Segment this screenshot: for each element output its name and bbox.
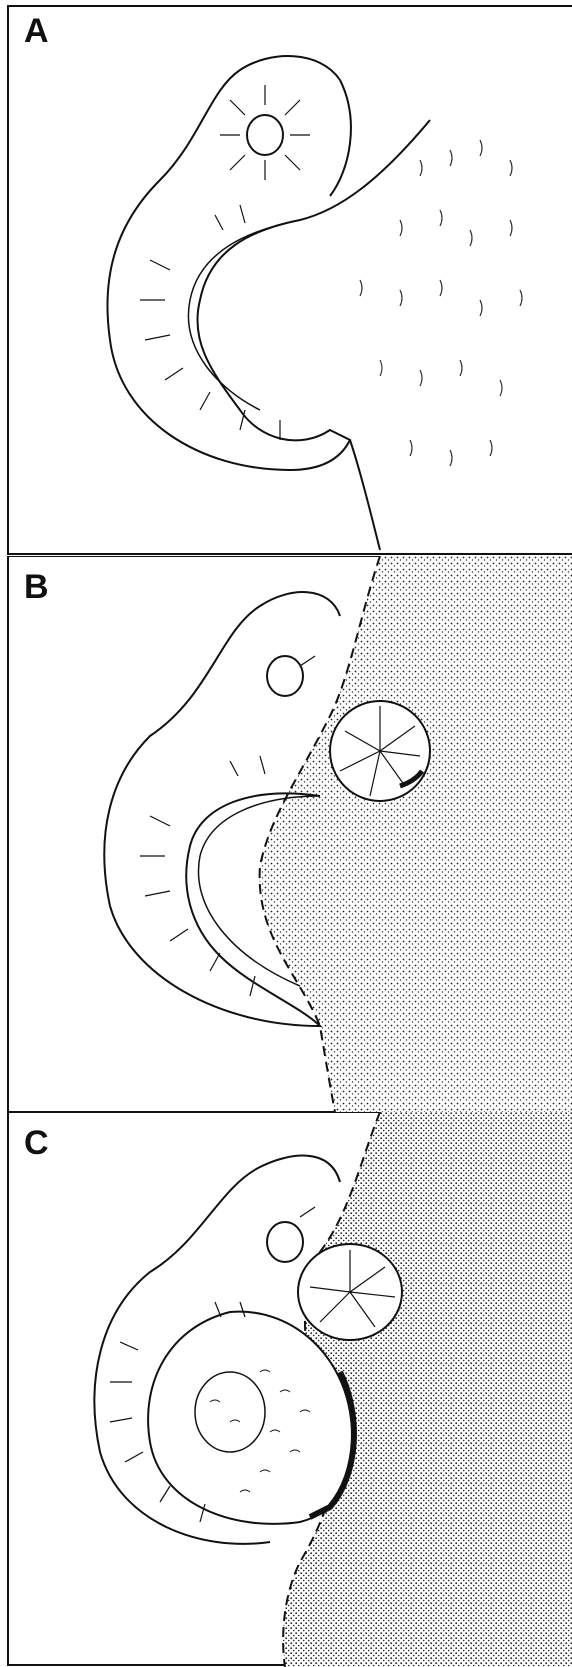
panel-a-vesicle [247,115,283,155]
panel-a-inner-cup [188,220,300,410]
panel-a-border [8,6,572,554]
panel-a-drawing [0,0,572,556]
panel-b-vesicle [267,656,303,696]
panel-a-texture [360,140,522,466]
panel-b-drawing [0,556,572,1112]
panel-a-cell-strokes [140,205,280,440]
panel-a: A [0,0,572,556]
panel-c-drawing [0,1112,572,1667]
panel-b: B [0,556,572,1112]
panel-label-b: B [24,570,49,604]
panel-c: C [0,1112,572,1667]
panel-label-a: A [24,14,49,48]
panel-a-right-boundary [350,440,380,550]
panel-b-stippled-region [260,556,572,1112]
panel-c-vesicle [267,1222,303,1262]
panel-label-c: C [24,1126,49,1160]
